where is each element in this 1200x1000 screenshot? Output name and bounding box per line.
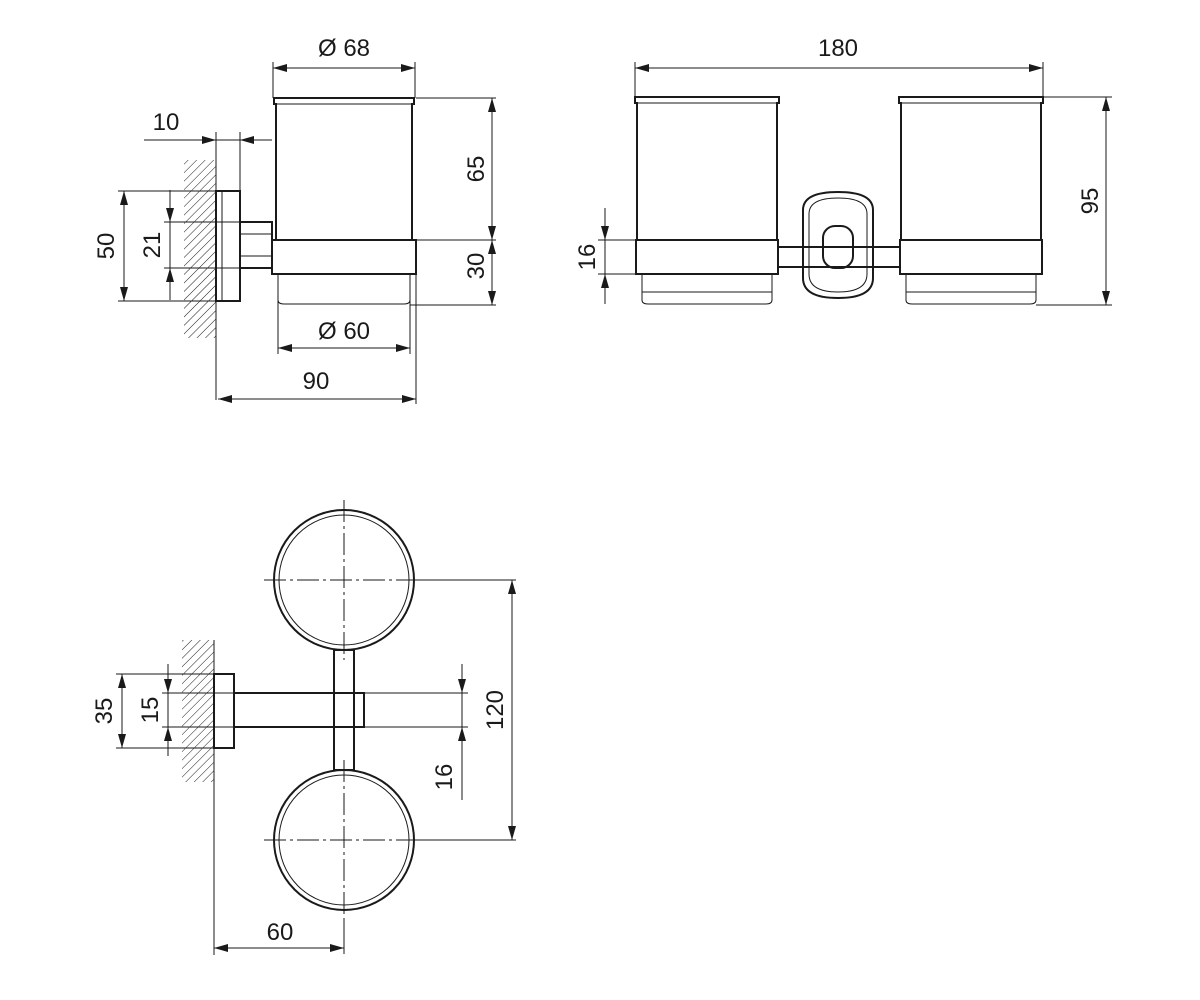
- dim-cup-diameter: Ø 68: [318, 35, 370, 62]
- dim-center-offset: 60: [267, 919, 294, 946]
- front-view: 180 95 16: [574, 35, 1112, 306]
- right-glass-cup: [898, 96, 1044, 241]
- dim-plate-width: 35: [91, 698, 118, 725]
- left-glass-cup: [634, 96, 780, 241]
- dim-rod-width: 16: [431, 764, 458, 791]
- dim-bracket-height: 21: [139, 232, 166, 259]
- dim-plate-height: 50: [93, 233, 120, 260]
- mount-knob: [822, 225, 854, 269]
- cup-holder-ring: [271, 239, 417, 275]
- dim-rod-height: 16: [574, 244, 601, 271]
- dim-cup-height: 65: [463, 156, 490, 183]
- side-view: Ø 68 10 65 30 50 21: [93, 35, 496, 404]
- wall-mount-plate: [802, 190, 874, 300]
- vertical-rod: [333, 649, 355, 771]
- wall-hatch-top: [182, 640, 214, 782]
- dim-holder-height: 30: [463, 253, 490, 280]
- dim-center-distance: 120: [482, 690, 509, 730]
- glass-bottom: [277, 274, 411, 305]
- wall-plate-top: [213, 673, 235, 749]
- dim-wall-offset: 10: [153, 109, 180, 136]
- wall-hatch: [184, 160, 216, 338]
- dim-depth: 90: [303, 368, 330, 395]
- dim-arm-width: 15: [137, 697, 164, 724]
- top-view: 35 15 120 16 60: [91, 500, 516, 955]
- glass-cup: [273, 97, 415, 241]
- left-holder-ring: [635, 239, 779, 275]
- dim-total-height: 95: [1077, 188, 1104, 215]
- dim-total-width: 180: [818, 35, 858, 62]
- wall-plate: [215, 190, 241, 302]
- connecting-rod: [777, 246, 901, 268]
- arm: [233, 692, 365, 728]
- bracket-rod: [239, 221, 273, 269]
- right-holder-ring: [899, 239, 1043, 275]
- dim-holder-diameter: Ø 60: [318, 318, 370, 345]
